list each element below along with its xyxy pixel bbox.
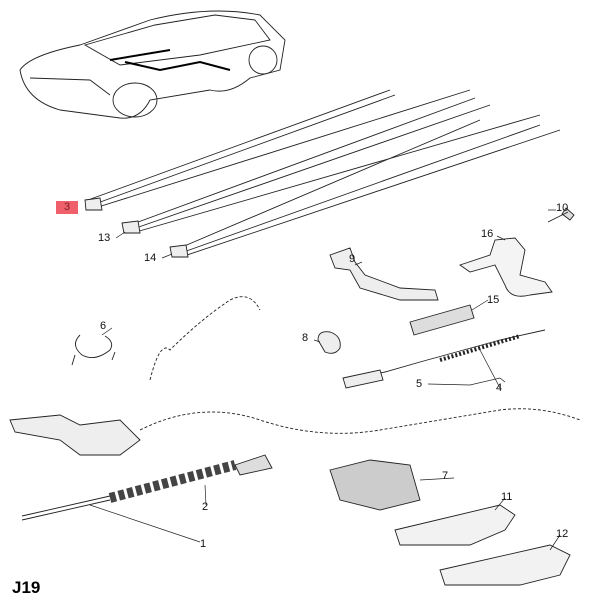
- boot-15: [409, 304, 475, 336]
- callout-8[interactable]: 8: [302, 332, 309, 344]
- car-illustration: [19, 10, 286, 119]
- diagram-code: J19: [12, 578, 41, 597]
- callout-7[interactable]: 7: [442, 470, 449, 482]
- lever-9: [329, 247, 439, 301]
- callout-12[interactable]: 12: [556, 528, 569, 540]
- callout-5[interactable]: 5: [416, 378, 423, 390]
- bracket-16: [459, 237, 553, 297]
- cable-1: [21, 495, 111, 521]
- clip-6: [71, 334, 116, 366]
- callout-2[interactable]: 2: [202, 501, 209, 513]
- callout-6[interactable]: 6: [100, 320, 107, 332]
- plate-11: [394, 504, 516, 546]
- callout-11[interactable]: 11: [501, 491, 513, 503]
- callout-1[interactable]: 1: [200, 538, 207, 550]
- clip-8: [317, 331, 341, 354]
- callout-14[interactable]: 14: [144, 252, 157, 264]
- part-7: [329, 459, 421, 511]
- bolt-10: [547, 207, 575, 223]
- rear-brake-cables: [84, 89, 561, 258]
- plate-12: [439, 544, 571, 586]
- callout-13[interactable]: 13: [98, 232, 111, 244]
- spring-2: [108, 460, 237, 503]
- callout-4[interactable]: 4: [496, 382, 503, 394]
- callout-15[interactable]: 15: [487, 294, 500, 306]
- handbrake-assembly: [9, 296, 581, 456]
- callout-9[interactable]: 9: [349, 253, 356, 265]
- callout-10[interactable]: 10: [556, 202, 569, 214]
- callout-3[interactable]: 3: [56, 201, 79, 214]
- callout-16[interactable]: 16: [481, 228, 494, 240]
